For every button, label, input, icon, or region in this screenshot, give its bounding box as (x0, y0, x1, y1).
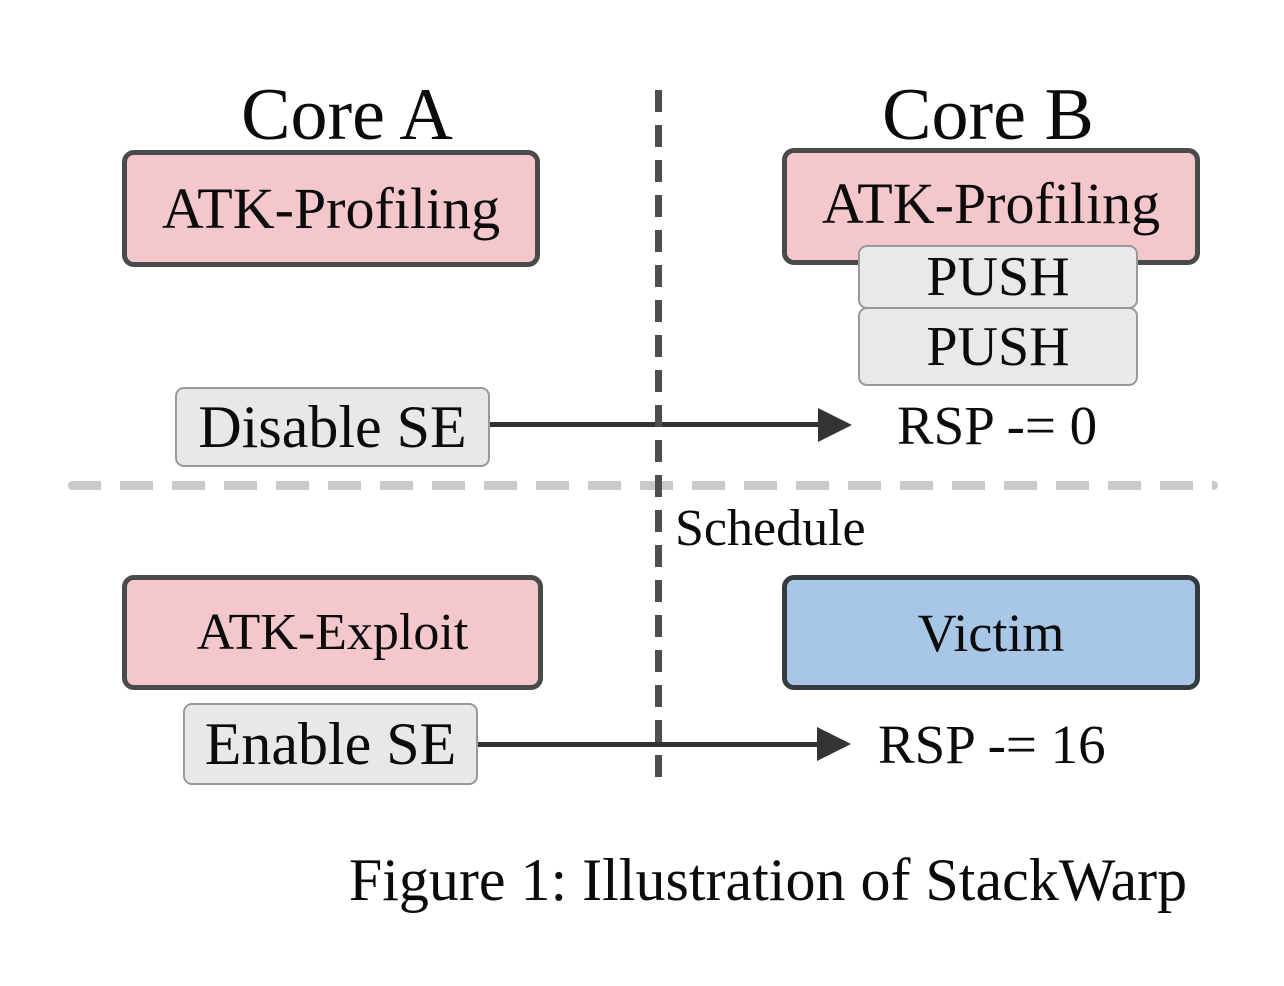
push-2-label: PUSH (926, 315, 1070, 378)
enable-se-label: Enable SE (204, 711, 457, 777)
rsp-sixteen-label: RSP -= 16 (878, 714, 1106, 775)
disable-se-label: Disable SE (198, 394, 467, 460)
rsp-zero-label: RSP -= 0 (897, 395, 1098, 456)
arrowhead-right-icon (817, 727, 851, 761)
push-1-box: PUSH (858, 245, 1138, 309)
atk-exploit-box: ATK-Exploit (122, 575, 543, 690)
schedule-label: Schedule (675, 500, 866, 557)
atk-profiling-a-label: ATK-Profiling (161, 175, 501, 241)
core-divider-dashed-line (655, 90, 662, 780)
disable-se-box: Disable SE (175, 387, 490, 467)
figure-caption: Figure 1: Illustration of StackWarp (348, 847, 1188, 913)
atk-exploit-label: ATK-Exploit (196, 603, 469, 661)
push-1-label: PUSH (926, 246, 1070, 308)
push-2-box: PUSH (858, 307, 1138, 386)
atk-profiling-a-box: ATK-Profiling (122, 150, 540, 267)
schedule-divider-dashed-line (68, 481, 1218, 490)
arrowhead-right-icon (818, 408, 852, 442)
core-a-title: Core A (241, 74, 453, 156)
arrow-shaft (478, 742, 819, 747)
core-b-title: Core B (882, 74, 1094, 156)
enable-se-box: Enable SE (183, 703, 478, 785)
victim-label: Victim (917, 602, 1065, 663)
victim-box: Victim (782, 575, 1200, 690)
atk-profiling-b-label: ATK-Profiling (821, 171, 1161, 236)
